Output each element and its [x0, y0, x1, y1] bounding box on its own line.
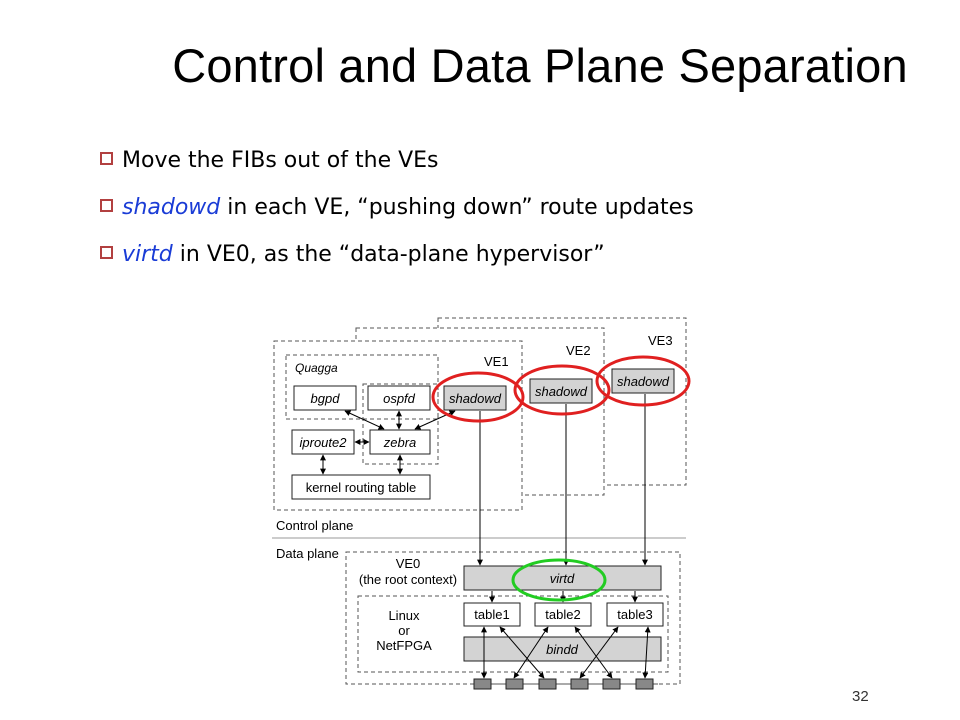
ospfd-box: [367, 385, 431, 411]
port-5: [602, 678, 621, 690]
virtd-label: virtd: [550, 571, 575, 586]
shadowd-label-ve2: shadowd: [535, 384, 588, 399]
table1-label: table1: [474, 607, 509, 622]
netfpga-label: NetFPGA: [376, 638, 432, 653]
page-number: 32: [852, 688, 869, 705]
bullet-text: shadowd in each VE, “pushing down” route…: [122, 195, 694, 220]
shadowd-box-ve3: [611, 368, 675, 394]
bullet-list: Move the FIBs out of the VEs shadowd in …: [100, 144, 694, 285]
shadowd-box-ve2: [529, 378, 593, 404]
shadowd-highlight-ve2: [513, 364, 611, 416]
ve3-label: VE3: [648, 333, 673, 348]
port-4: [570, 678, 589, 690]
kernel-table-box: [291, 474, 431, 500]
shadowd-highlight-ve1: [431, 371, 525, 423]
ve2-label: VE2: [566, 343, 591, 358]
port-1: [473, 678, 492, 690]
square-bullet-icon: [100, 199, 113, 212]
shadowd-highlight-ve3: [595, 355, 691, 407]
port-2: [505, 678, 524, 690]
bgpd-box: [293, 385, 357, 411]
quagga-label: Quagga: [295, 361, 338, 375]
bullet-text: Move the FIBs out of the VEs: [122, 148, 439, 173]
port-3: [538, 678, 557, 690]
bullet-body: in VE0, as the “data-plane hypervisor”: [172, 242, 605, 267]
bullet-item: Move the FIBs out of the VEs: [100, 144, 694, 191]
ve0-label: VE0: [396, 556, 421, 571]
or-label: or: [398, 623, 410, 638]
arrow-table3-cross: [642, 626, 651, 679]
bindd-bar: [463, 636, 662, 662]
arrow-table3-port: [579, 626, 619, 679]
bindd-label: bindd: [546, 642, 579, 657]
table1-box: [463, 602, 521, 627]
linux-label: Linux: [388, 608, 420, 623]
table2-box: [534, 602, 592, 627]
iproute2-label: iproute2: [300, 435, 348, 450]
zebra-box: [369, 429, 431, 455]
square-bullet-icon: [100, 246, 113, 259]
bgpd-label: bgpd: [311, 391, 341, 406]
virtd-bar: [463, 565, 662, 591]
bullet-keyword: shadowd: [122, 195, 221, 220]
square-bullet-icon: [100, 152, 113, 165]
bullet-text: virtd in VE0, as the “data-plane hypervi…: [122, 242, 605, 267]
virtd-highlight: [511, 558, 607, 602]
shadowd-label-ve3: shadowd: [617, 374, 670, 389]
shadowd-label-ve1: shadowd: [449, 391, 502, 406]
root-context-label: (the root context): [359, 572, 457, 587]
shadowd-box-ve1: [443, 385, 507, 411]
slide-title: Control and Data Plane Separation: [172, 39, 908, 92]
control-plane-label: Control plane: [276, 518, 353, 533]
iproute2-box: [291, 429, 355, 455]
table2-label: table2: [545, 607, 580, 622]
bullet-body: Move the FIBs out of the VEs: [122, 148, 439, 173]
table3-box: [606, 602, 664, 627]
ospfd-label: ospfd: [383, 391, 416, 406]
bullet-item: shadowd in each VE, “pushing down” route…: [100, 191, 694, 238]
ve1-label: VE1: [484, 354, 509, 369]
arrow-table2-port: [513, 626, 549, 679]
kernel-table-label: kernel routing table: [306, 480, 417, 495]
bullet-keyword: virtd: [122, 242, 173, 267]
bullet-item: virtd in VE0, as the “data-plane hypervi…: [100, 238, 694, 285]
data-plane-label: Data plane: [276, 546, 339, 561]
zebra-label: zebra: [383, 435, 417, 450]
arrow-bgpd-zebra: [344, 410, 385, 430]
port-6: [635, 678, 654, 690]
bullet-body: in each VE, “pushing down” route updates: [220, 195, 694, 220]
table3-label: table3: [617, 607, 652, 622]
